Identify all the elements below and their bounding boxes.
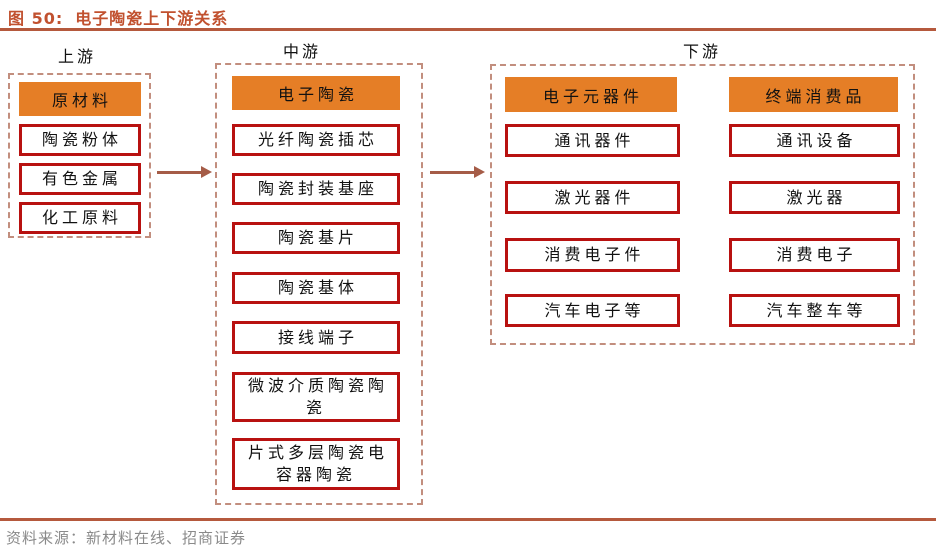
figure-number: 图 50:: [8, 9, 64, 28]
downstream-consumer-header: 终端消费品: [729, 77, 898, 112]
downstream-consumer-item: 消费电子: [729, 238, 900, 272]
figure-title-text: 电子陶瓷上下游关系: [75, 9, 229, 28]
midstream-item: 光纤陶瓷插芯: [232, 124, 400, 156]
downstream-components-header: 电子元器件: [505, 77, 677, 112]
midstream-item: 微波介质陶瓷陶瓷: [232, 372, 400, 422]
downstream-component-item: 激光器件: [505, 181, 680, 214]
title-divider: [0, 28, 936, 31]
downstream-consumer-item: 通讯设备: [729, 124, 900, 157]
downstream-component-item: 消费电子件: [505, 238, 680, 272]
midstream-item: 陶瓷基体: [232, 272, 400, 304]
arrow-midstream-to-downstream: [430, 166, 485, 178]
upstream-header: 原材料: [19, 82, 141, 116]
downstream-consumer-item: 激光器: [729, 181, 900, 214]
downstream-component-item: 通讯器件: [505, 124, 680, 157]
midstream-label: 中游: [283, 42, 322, 61]
upstream-item: 有色金属: [19, 163, 141, 195]
downstream-consumer-item: 汽车整车等: [729, 294, 900, 327]
downstream-label: 下游: [683, 42, 722, 61]
downstream-component-item: 汽车电子等: [505, 294, 680, 327]
downstream-panel: [490, 64, 915, 345]
midstream-panel: [215, 63, 423, 505]
midstream-item: 陶瓷基片: [232, 222, 400, 254]
midstream-item: 片式多层陶瓷电容器陶瓷: [232, 438, 400, 490]
upstream-panel: [8, 73, 151, 238]
midstream-header: 电子陶瓷: [232, 76, 400, 110]
upstream-item: 陶瓷粉体: [19, 124, 141, 156]
source-note: 资料来源：新材料在线、招商证券: [6, 529, 247, 547]
upstream-label: 上游: [58, 47, 97, 66]
figure-title: 图 50: 电子陶瓷上下游关系: [8, 5, 228, 29]
midstream-item: 陶瓷封装基座: [232, 173, 400, 205]
arrow-upstream-to-midstream: [157, 166, 212, 178]
midstream-item: 接线端子: [232, 321, 400, 354]
upstream-item: 化工原料: [19, 202, 141, 234]
footer-divider: [0, 518, 936, 521]
